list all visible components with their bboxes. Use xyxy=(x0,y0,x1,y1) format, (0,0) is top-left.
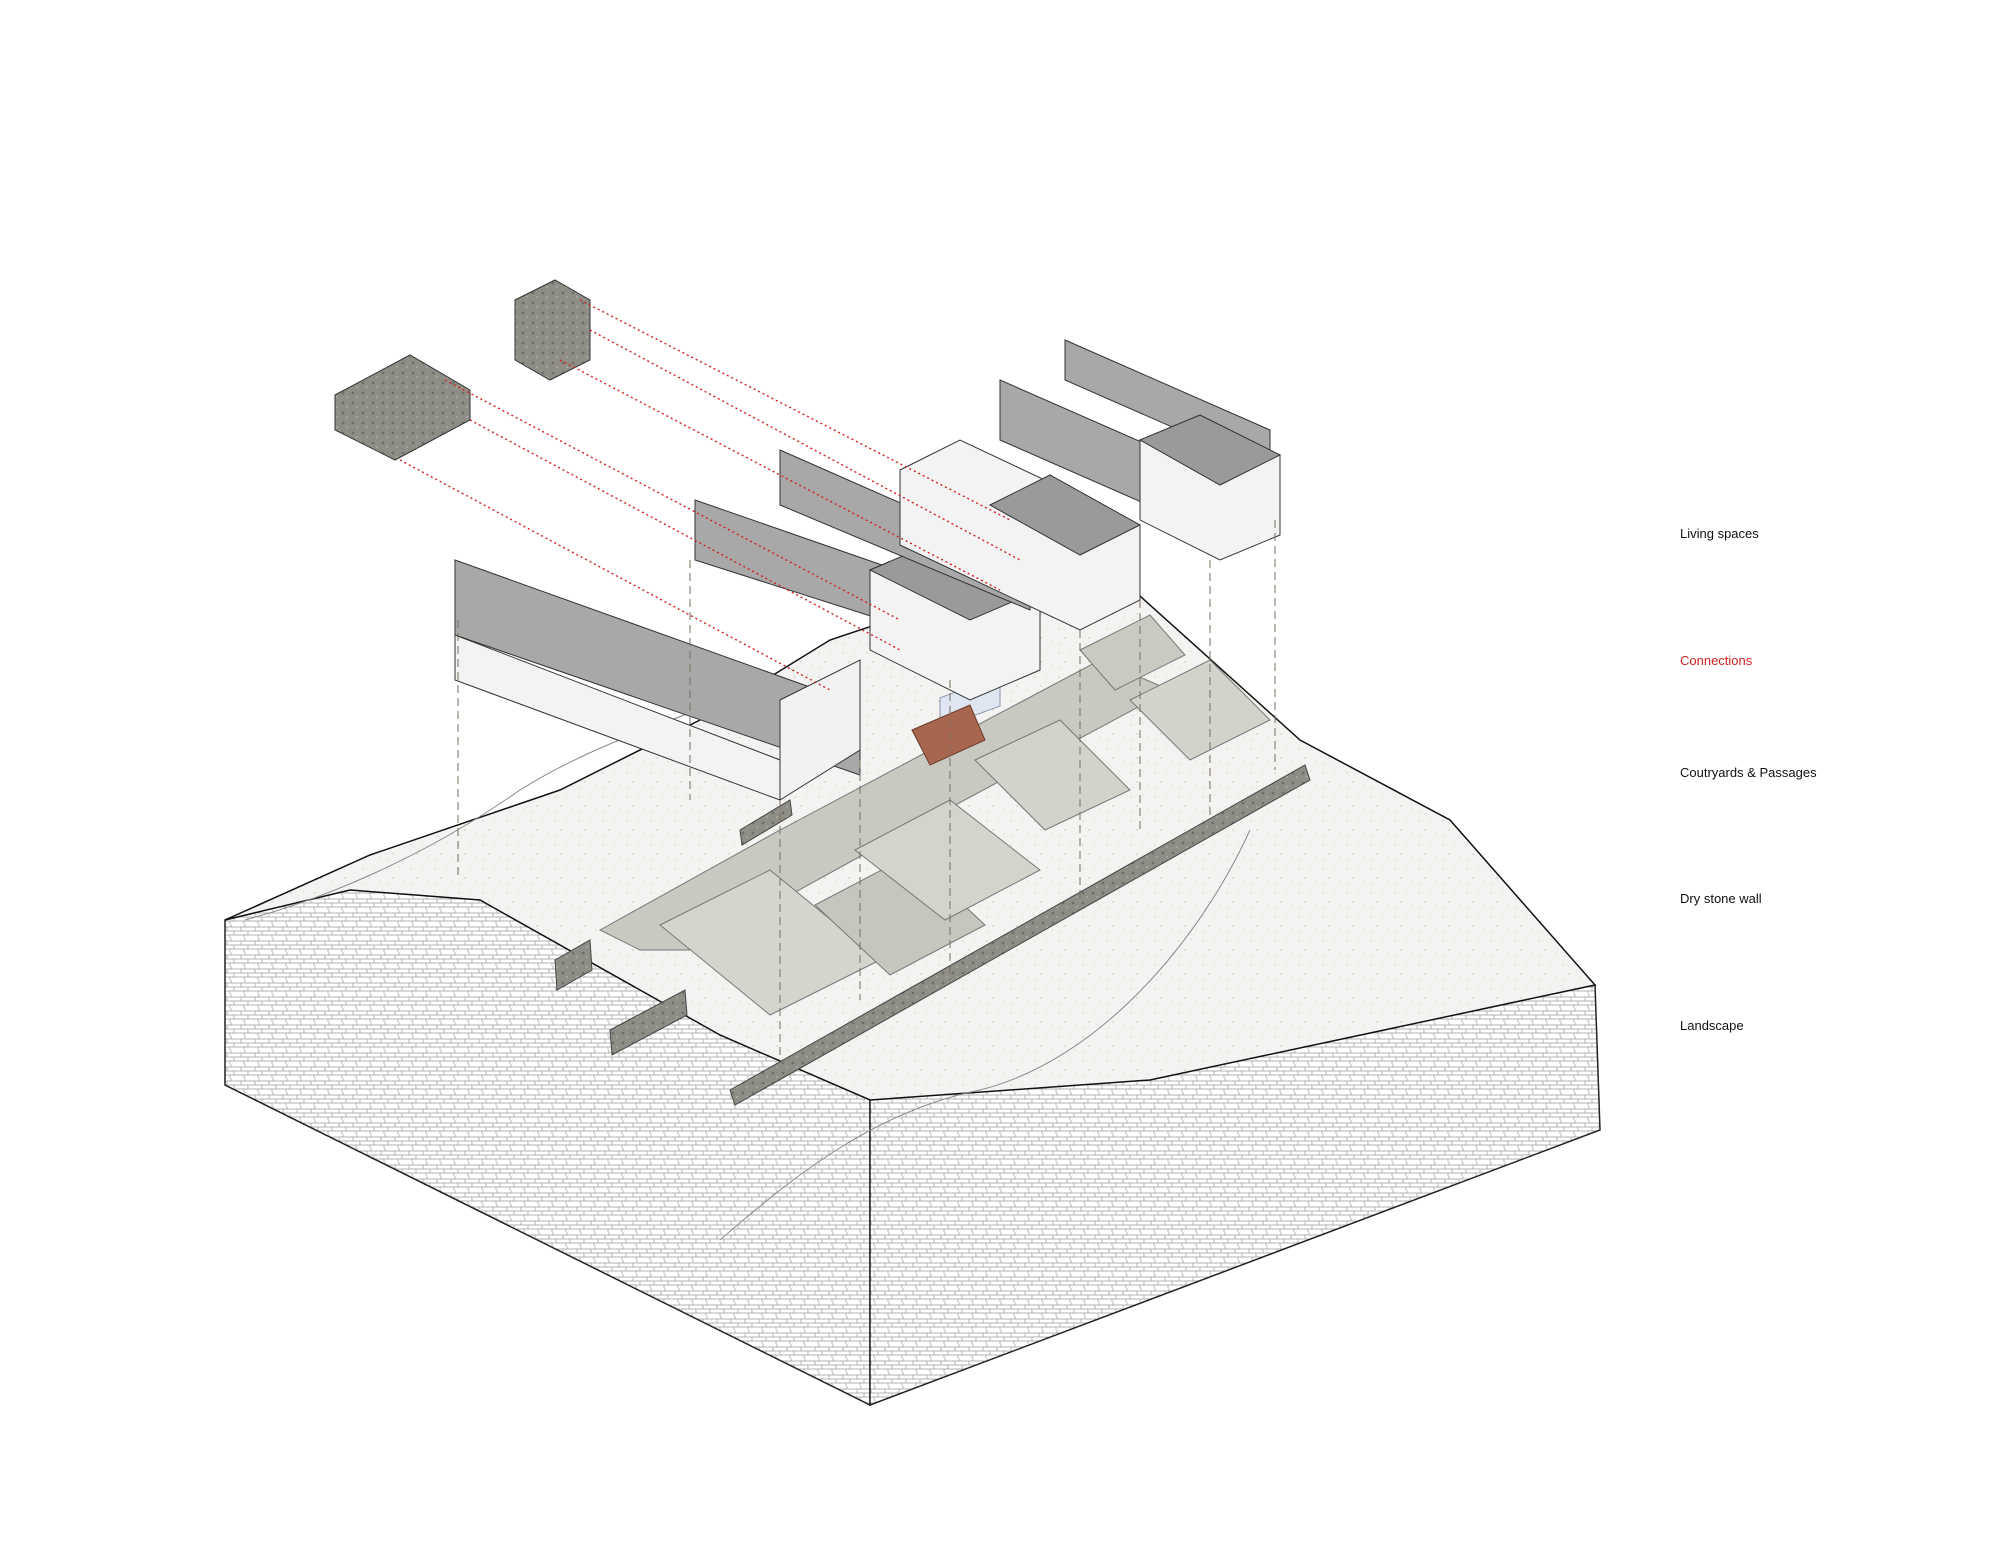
wooden-deck xyxy=(911,704,986,766)
legend-landscape: Landscape xyxy=(1680,1018,1744,1033)
courtyard-slab xyxy=(814,854,986,976)
courtyard-slab xyxy=(854,799,1041,921)
connections xyxy=(334,279,1021,691)
living-room-top xyxy=(1138,414,1282,486)
living-room-top xyxy=(988,474,1142,556)
courtyard-slab xyxy=(1079,614,1186,691)
courtyard-slab xyxy=(1129,659,1271,761)
terrain-contour-line xyxy=(719,829,1251,1241)
living-room-box xyxy=(779,659,861,801)
legend-dry-stone-wall: Dry stone wall xyxy=(1680,891,1762,906)
courtyard-slab xyxy=(974,719,1131,831)
projection-lines xyxy=(457,520,1276,1060)
legend-living-spaces: Living spaces xyxy=(1680,526,1759,541)
dry-stone-wall-segment xyxy=(554,939,593,991)
stone-frame xyxy=(514,279,591,381)
courtyards-and-passages xyxy=(598,614,1271,1016)
stone-frame xyxy=(334,354,471,461)
living-spaces xyxy=(454,339,1282,801)
legend-connections: Connections xyxy=(1680,653,1753,668)
dry-stone-walls xyxy=(554,764,1311,1106)
dry-stone-wall-segment xyxy=(739,799,793,846)
legend-courtyards-passages: Coutryards & Passages xyxy=(1680,765,1817,780)
main-dry-stone-wall xyxy=(729,764,1311,1106)
dry-stone-wall-segment xyxy=(609,989,688,1056)
connection-lines xyxy=(399,299,1021,691)
landscape-block xyxy=(224,559,1601,1407)
